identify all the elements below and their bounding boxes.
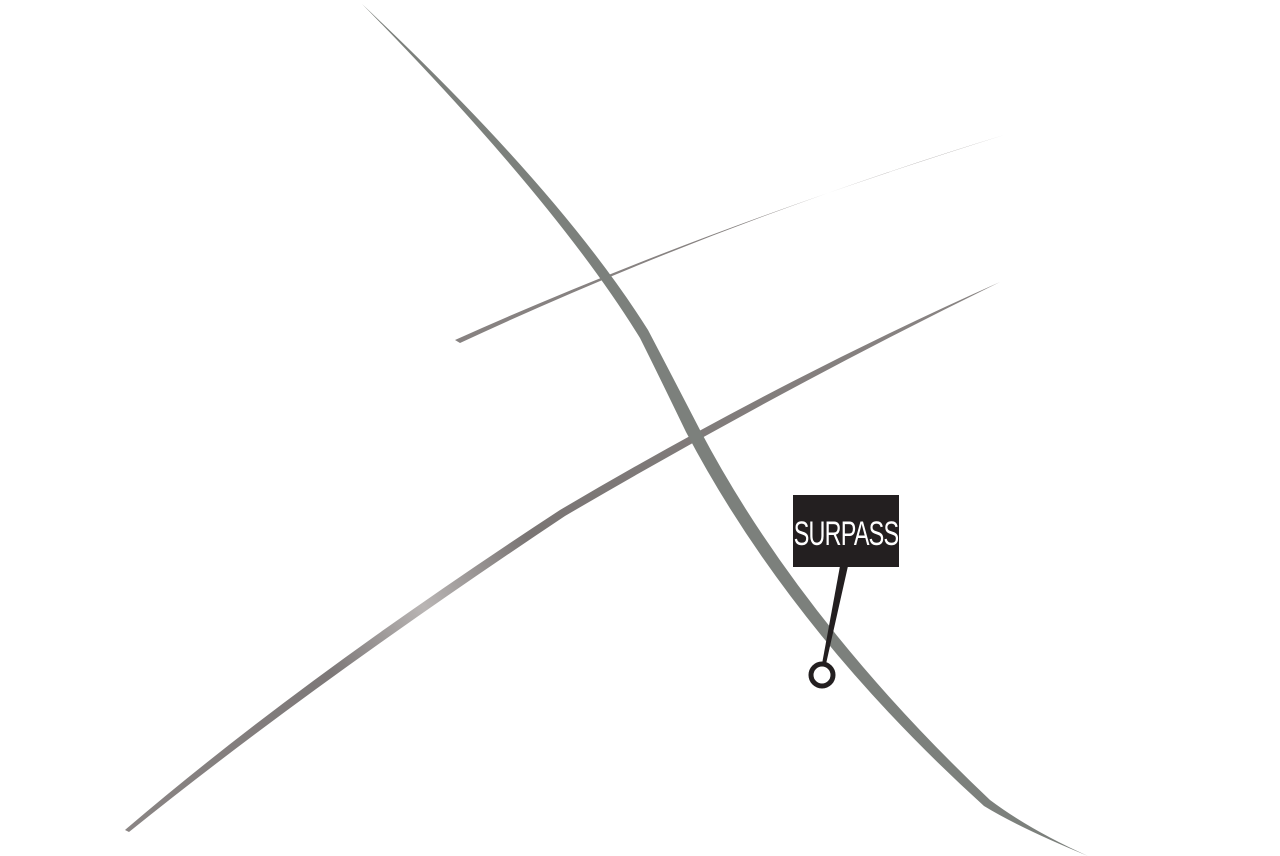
upper-road[interactable] <box>455 135 1004 343</box>
marker-label: SURPASS <box>794 515 899 554</box>
location-pin-icon[interactable] <box>808 661 836 689</box>
marker-label-box[interactable] <box>793 495 899 567</box>
marker-pointer <box>822 566 848 664</box>
surpass-marker[interactable]: SURPASS <box>793 495 899 689</box>
diagonal-road[interactable] <box>362 4 1088 856</box>
